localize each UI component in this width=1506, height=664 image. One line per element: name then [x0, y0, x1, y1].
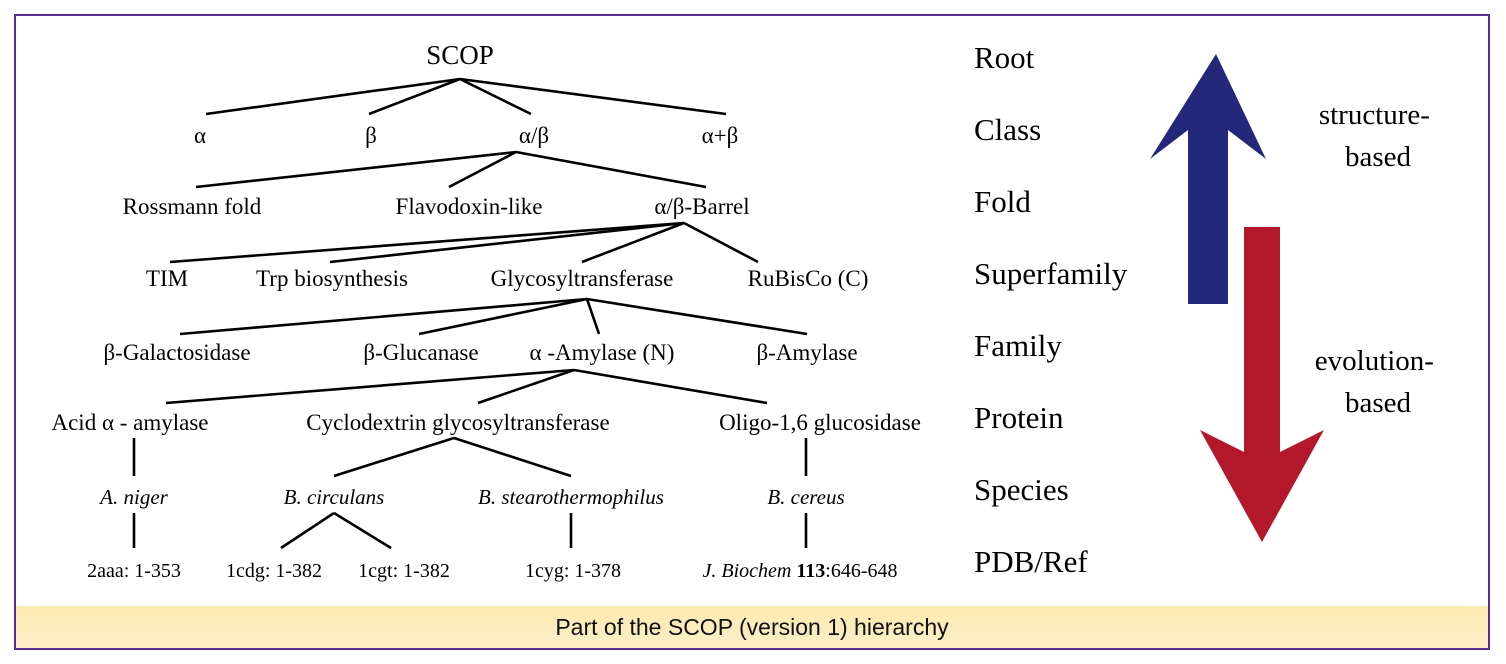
structure-based-up-arrow: [1150, 54, 1266, 304]
edge-root-alpha: [205, 77, 461, 116]
node-class-alphaplusbeta: α+β: [702, 123, 739, 148]
edge-fam-cyclodextrin: [477, 368, 575, 405]
node-species-stearothermophilus: B. stearothermophilus: [478, 485, 664, 509]
edge-sf-beta-amylase: [586, 297, 808, 336]
edge-fold-rubisco: [683, 221, 759, 264]
edge-fam-oligo: [573, 368, 768, 405]
node-class-alphabeta: α/β: [519, 123, 549, 148]
edge-sp-circulans-1cdg: [280, 511, 335, 550]
node-species-circulans: B. circulans: [284, 485, 385, 509]
node-prot-oligo: Oligo-1,6 glucosidase: [719, 410, 921, 435]
ref-pages: :646-648: [825, 560, 897, 582]
figure-frame: SCOP α β α/β α+β Rossmann fold Flavodoxi…: [14, 14, 1490, 650]
scop-hierarchy-diagram: SCOP α β α/β α+β Rossmann fold Flavodoxi…: [51, 40, 1441, 582]
level-family: Family: [974, 328, 1062, 363]
edge-sf-galactosidase: [179, 297, 588, 336]
ref-volume: 113: [796, 560, 825, 582]
node-pdb-2aaa: 2aaa: 1-353: [87, 560, 181, 582]
node-class-alpha: α: [194, 123, 206, 148]
node-sf-tim: TIM: [146, 266, 188, 291]
node-root: SCOP: [426, 40, 494, 70]
evolution-based-down-arrow: [1200, 227, 1324, 542]
structure-based-label-line1: structure-: [1319, 99, 1430, 131]
level-root: Root: [974, 40, 1035, 75]
edge-fold-tim: [169, 221, 685, 264]
node-prot-cyclodextrin: Cyclodextrin glycosyltransferase: [306, 410, 609, 435]
edge-prot-stearo: [453, 436, 572, 478]
node-fam-glucanase: β-Glucanase: [363, 340, 478, 365]
edge-sf-alpha-amylase: [585, 298, 601, 335]
tree-edges: [132, 77, 808, 550]
node-pdb-1cdg: 1cdg: 1-382: [226, 560, 322, 582]
evolution-based-label-line2: based: [1345, 387, 1412, 419]
node-fam-alpha-amylase: α -Amylase (N): [530, 340, 675, 365]
level-superfamily: Superfamily: [974, 256, 1128, 291]
edge-fold-trp: [329, 221, 685, 264]
node-species-cereus: B. cereus: [767, 485, 844, 509]
caption-bar: Part of the SCOP (version 1) hierarchy: [16, 606, 1488, 648]
figure-caption: Part of the SCOP (version 1) hierarchy: [555, 613, 949, 640]
level-pdb-ref: PDB/Ref: [974, 544, 1088, 579]
ref-journal: J. Biochem: [703, 560, 792, 582]
level-class: Class: [974, 112, 1041, 147]
edge-class-rossmann: [195, 150, 517, 189]
evolution-based-label-line1: evolution-: [1315, 345, 1434, 377]
edge-class-flavodoxin: [448, 150, 517, 189]
evolution-based-label: evolution- based: [1315, 345, 1441, 419]
node-fold-flavodoxin: Flavodoxin-like: [396, 194, 543, 219]
node-pdb-1cgt: 1cgt: 1-382: [358, 560, 450, 582]
node-sf-rubisco: RuBisCo (C): [748, 266, 869, 291]
node-sf-glycosyltransferase: Glycosyltransferase: [491, 266, 674, 291]
edge-fam-acid: [165, 368, 575, 405]
structure-based-label: structure- based: [1319, 99, 1437, 173]
edge-root-alphabeta: [459, 77, 532, 116]
edge-fold-glycosyl: [581, 221, 685, 264]
edge-class-barrel: [515, 150, 707, 189]
edge-prot-circulans: [333, 436, 455, 478]
level-protein: Protein: [974, 400, 1064, 435]
node-fam-galactosidase: β-Galactosidase: [103, 340, 250, 365]
node-class-beta: β: [365, 123, 377, 148]
edge-root-beta: [368, 77, 461, 116]
node-pdb-1cyg: 1cyg: 1-378: [525, 560, 621, 582]
node-fold-rossmann: Rossmann fold: [123, 194, 262, 219]
level-fold: Fold: [974, 184, 1031, 219]
node-fam-beta-amylase: β-Amylase: [756, 340, 857, 365]
node-sf-trp: Trp biosynthesis: [256, 266, 408, 291]
edge-root-alphaplusbeta: [459, 77, 727, 116]
edge-sf-glucanase: [418, 297, 588, 336]
node-ref-jbiochem: J. Biochem 113:646-648: [703, 560, 898, 582]
structure-based-label-line2: based: [1345, 141, 1412, 173]
node-species-niger: A. niger: [98, 485, 168, 509]
node-prot-acid-amylase: Acid α - amylase: [51, 410, 208, 435]
node-fold-barrel: α/β-Barrel: [654, 194, 749, 219]
edge-sp-circulans-1cgt: [333, 511, 392, 550]
level-species: Species: [974, 472, 1069, 507]
